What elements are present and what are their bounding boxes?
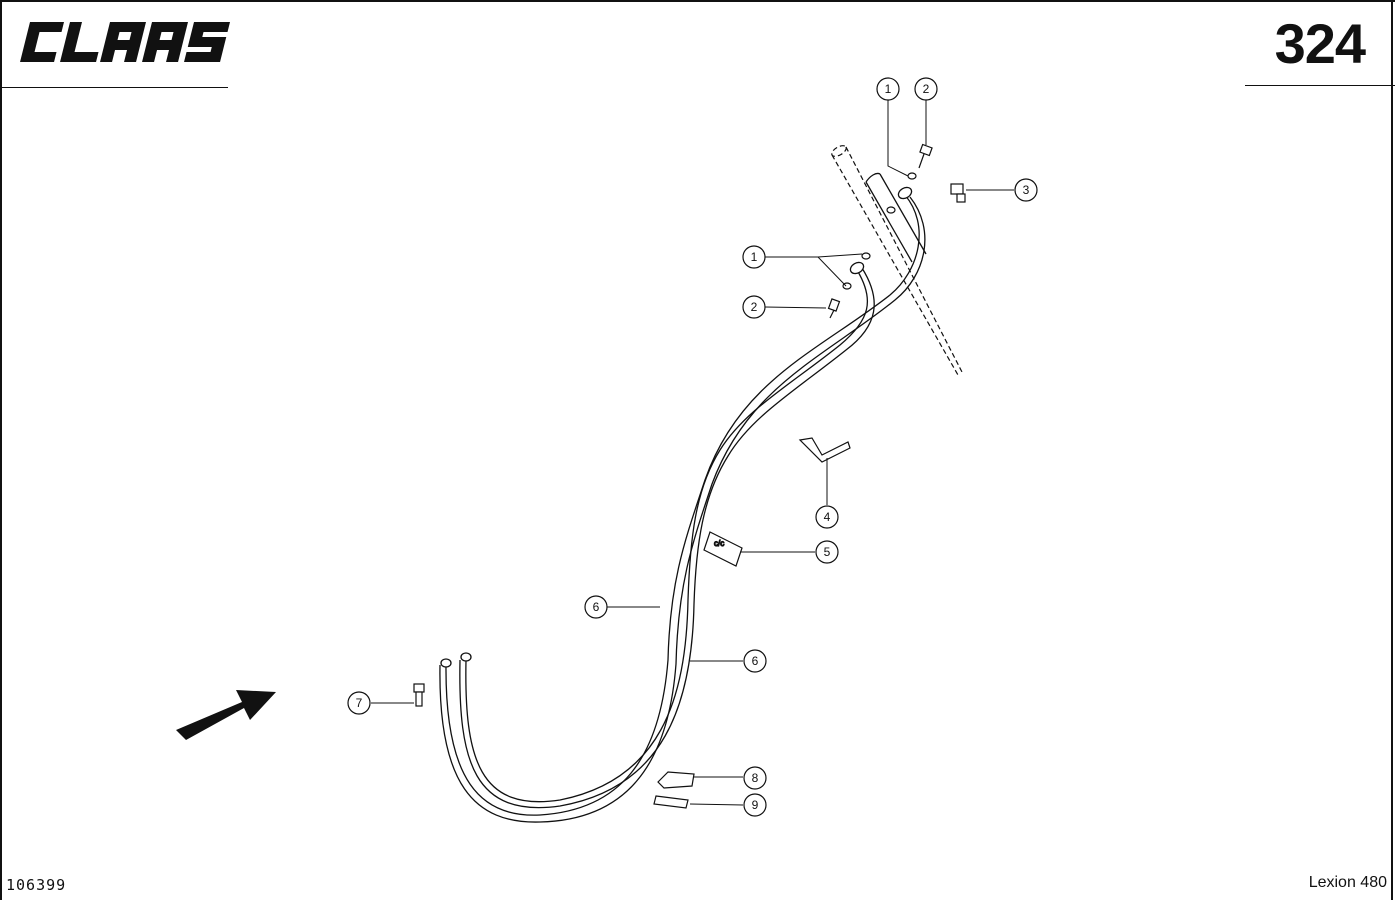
frame-border-left xyxy=(0,0,2,900)
frame-border-right xyxy=(1391,0,1393,900)
part-3-fitting xyxy=(950,183,966,203)
callout-6-right xyxy=(743,649,767,673)
callout-2-mid xyxy=(742,295,766,319)
part-4-bracket xyxy=(798,437,851,463)
claas-logo-graphic xyxy=(20,22,231,62)
callout-8 xyxy=(743,766,767,790)
callout-6-left xyxy=(584,595,608,619)
callout-7 xyxy=(347,691,371,715)
header-rule-right xyxy=(1245,85,1395,86)
leader-lines xyxy=(371,100,1014,806)
part-8-clamp-plate xyxy=(657,771,695,789)
direction-arrow xyxy=(176,690,276,740)
banjo-bolts xyxy=(827,143,933,319)
callout-1-mid xyxy=(742,245,766,269)
header-rule-left xyxy=(0,87,228,88)
callout-label-1-mid: 1 xyxy=(751,250,758,264)
part-7-screw xyxy=(413,683,425,707)
page-number: 324 xyxy=(1274,12,1366,75)
callouts xyxy=(347,77,1038,817)
callout-label-2-mid: 2 xyxy=(751,300,758,314)
callout-5 xyxy=(815,540,839,564)
callout-labels: 1 2 3 1 2 4 5 6 6 7 8 9 xyxy=(356,82,1030,812)
callout-label-5: 5 xyxy=(824,545,831,559)
callout-label-8: 8 xyxy=(752,771,759,785)
claas-logo xyxy=(10,14,235,70)
callout-label-1-top: 1 xyxy=(885,82,892,96)
svg-text:c/c: c/c xyxy=(714,539,724,548)
callout-4 xyxy=(815,505,839,529)
callout-9 xyxy=(743,793,767,817)
model-name: Lexion 480 xyxy=(1308,874,1387,891)
part-5-clamp: c/c xyxy=(703,531,743,567)
callout-3 xyxy=(1014,178,1038,202)
document-id: 106399 xyxy=(6,876,67,894)
part-9-plate xyxy=(653,795,689,809)
frame-border-top xyxy=(0,0,1395,2)
callout-label-3: 3 xyxy=(1023,183,1030,197)
callout-label-7: 7 xyxy=(356,696,363,710)
callout-2-top xyxy=(914,77,938,101)
hose-line-6a xyxy=(439,194,926,823)
callout-label-9: 9 xyxy=(752,798,759,812)
cylinder-reference xyxy=(831,145,963,376)
hose-fittings xyxy=(440,186,913,668)
callout-label-2-top: 2 xyxy=(923,82,930,96)
callout-label-6-right: 6 xyxy=(752,654,759,668)
callout-label-4: 4 xyxy=(824,510,831,524)
callout-label-6-left: 6 xyxy=(593,600,600,614)
hose-line-6b xyxy=(459,267,875,809)
callout-1-top xyxy=(876,77,900,101)
